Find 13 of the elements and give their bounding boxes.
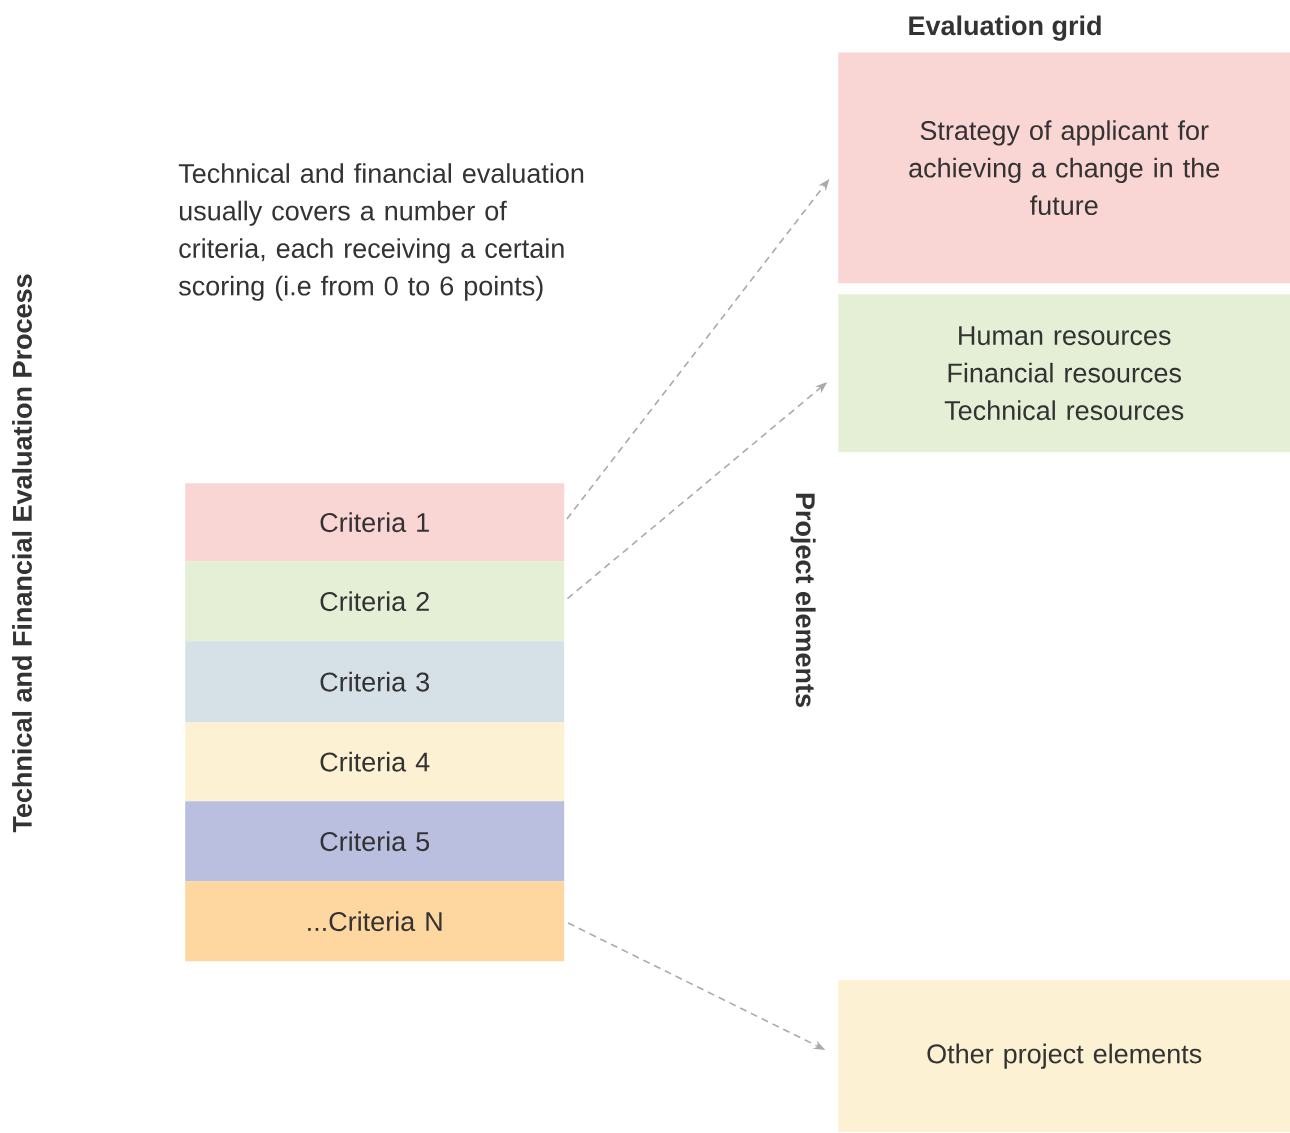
element-box: Other project elements	[838, 980, 1290, 1133]
description-text: Technical and financial evaluation usually covers a number of criteria, each receiving a certain scoring (i.e from 0 to 6 points)	[178, 163, 584, 301]
axis-heading: Project elements	[790, 493, 816, 707]
criteria-row: Criteria 2	[185, 561, 565, 642]
criteria-row: Criteria 5	[185, 801, 565, 882]
criteria-row: ...Criteria N	[185, 881, 565, 962]
axis-heading: Technical and Financial Evaluation Process	[12, 274, 32, 833]
element-box: Strategy of applicant for achieving a change in the future	[838, 52, 1290, 284]
criteria-row: Criteria 1	[185, 483, 565, 562]
element-box: Human resources Financial resources Technical resources	[838, 294, 1290, 453]
criteria-row: Criteria 4	[185, 722, 565, 802]
criteria-row: Criteria 3	[185, 641, 565, 723]
heading: Evaluation grid	[909, 15, 1101, 41]
